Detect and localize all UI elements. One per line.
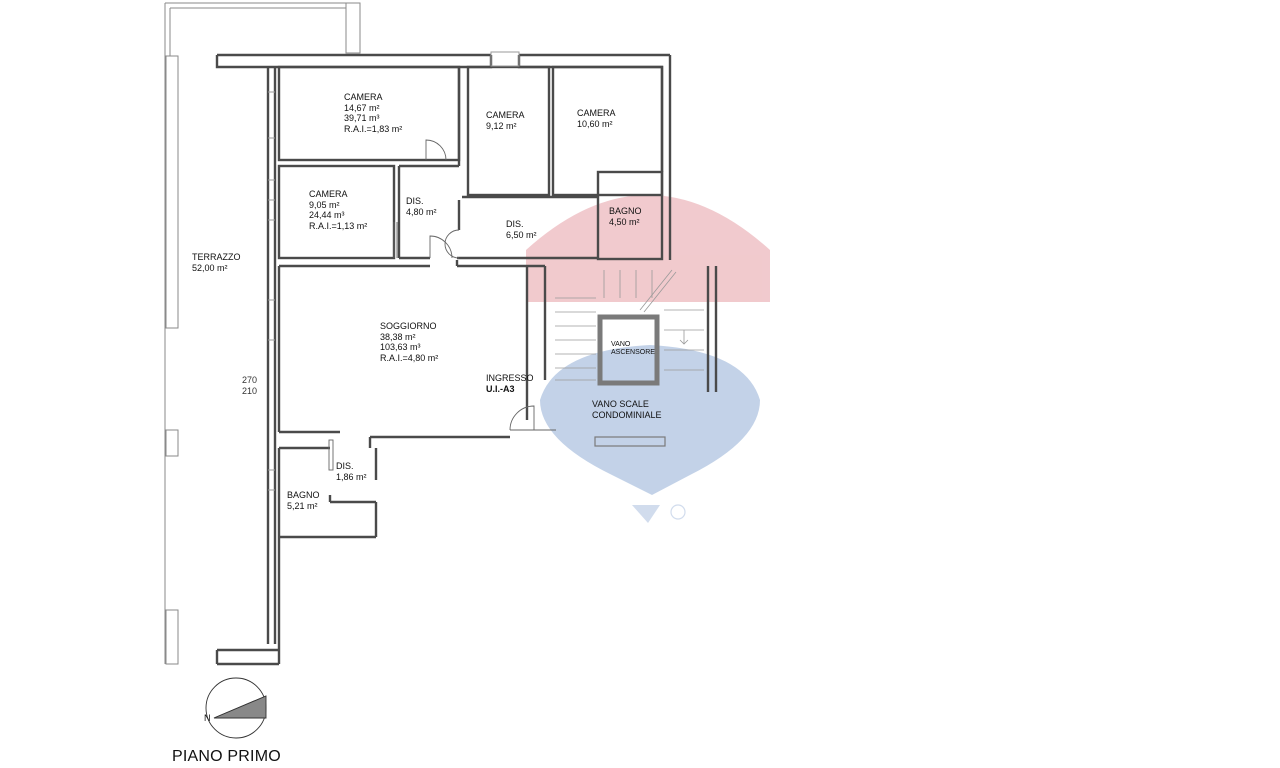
elevator-shaft xyxy=(597,314,660,386)
terrace-outline xyxy=(164,2,361,665)
stairs xyxy=(555,269,704,381)
windows xyxy=(268,51,520,491)
doors xyxy=(328,139,556,471)
floor-title: PIANO PRIMO xyxy=(172,748,281,765)
north-label: N xyxy=(204,713,211,723)
walls xyxy=(215,53,718,666)
room-label-dis-1: DIS.4,80 m² xyxy=(406,196,437,217)
room-label-dis-2: DIS.6,50 m² xyxy=(506,219,537,240)
room-label-dis-3: DIS.1,86 m² xyxy=(336,461,367,482)
remax-watermark xyxy=(526,195,770,523)
north-compass xyxy=(205,677,267,739)
landing-bench xyxy=(594,436,666,447)
